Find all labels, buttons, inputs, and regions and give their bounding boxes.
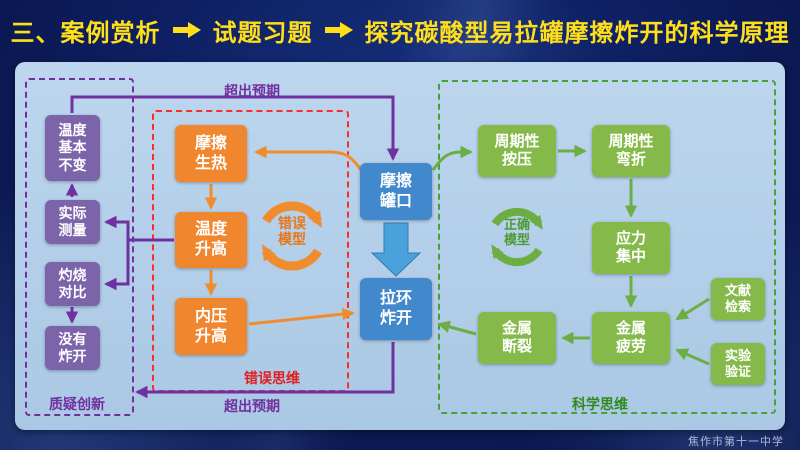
label-doubt-innovation: 质疑创新 — [49, 396, 105, 412]
footer-school: 焦作市第十一中学 — [688, 436, 784, 448]
diagram-panel: 温度 基本 不变 实际 测量 灼烧 对比 没有 炸开 摩擦 生热 温度 升高 内… — [15, 62, 785, 430]
green-flow-arrows — [431, 144, 710, 366]
orange-flow-arrows — [204, 145, 363, 326]
title-segment-1: 三、案例赏析 — [10, 19, 161, 47]
node-periodic-bend: 周期性 弯折 — [592, 125, 670, 177]
purple-flow-arrows — [65, 95, 400, 399]
label-correct-model: 正确 模型 — [503, 217, 530, 247]
page-title: 三、案例赏析 试题习题 探究碳酸型易拉罐摩擦炸开的科学原理 — [0, 8, 800, 52]
node-ring-explode: 拉环 炸开 — [360, 278, 432, 340]
arrow-right-icon — [172, 22, 201, 38]
diagram-arrows — [65, 95, 710, 399]
node-temp-unchanged: 温度 基本 不变 — [45, 115, 100, 181]
label-wrong-thinking: 错误思维 — [244, 370, 300, 386]
node-friction-heat: 摩擦 生热 — [175, 125, 247, 182]
science-thinking-group-box — [438, 80, 776, 414]
node-rub-can-mouth: 摩擦 罐口 — [360, 163, 432, 220]
node-actual-measure: 实际 测量 — [45, 200, 100, 244]
arrow-right-icon — [324, 22, 353, 38]
node-temp-rise: 温度 升高 — [175, 212, 247, 268]
node-experiment-verify: 实验 验证 — [711, 343, 765, 385]
label-beyond-expectation-top: 超出预期 — [224, 83, 280, 99]
node-literature-search: 文献 检索 — [711, 278, 765, 320]
node-burn-compare: 灼烧 对比 — [45, 262, 100, 306]
node-periodic-press: 周期性 按压 — [478, 125, 556, 177]
node-stress-concentrate: 应力 集中 — [592, 222, 670, 274]
node-metal-break: 金属 断裂 — [478, 312, 556, 364]
doubt-innovation-group-box — [25, 78, 134, 416]
label-wrong-model: 错误 模型 — [278, 215, 306, 248]
correct-model-cycle-icon — [491, 207, 543, 267]
node-no-explode: 没有 炸开 — [45, 326, 100, 370]
label-science-thinking: 科学思维 — [572, 396, 628, 412]
node-pressure-rise: 内压 升高 — [175, 298, 247, 355]
label-beyond-expectation-bottom: 超出预期 — [224, 398, 280, 414]
title-segment-2: 试题习题 — [212, 19, 313, 47]
title-segment-3: 探究碳酸型易拉罐摩擦炸开的科学原理 — [364, 19, 790, 47]
wrong-model-cycle-icon — [262, 201, 322, 271]
down-arrow-icon — [370, 222, 422, 277]
node-metal-fatigue: 金属 疲劳 — [592, 312, 670, 364]
